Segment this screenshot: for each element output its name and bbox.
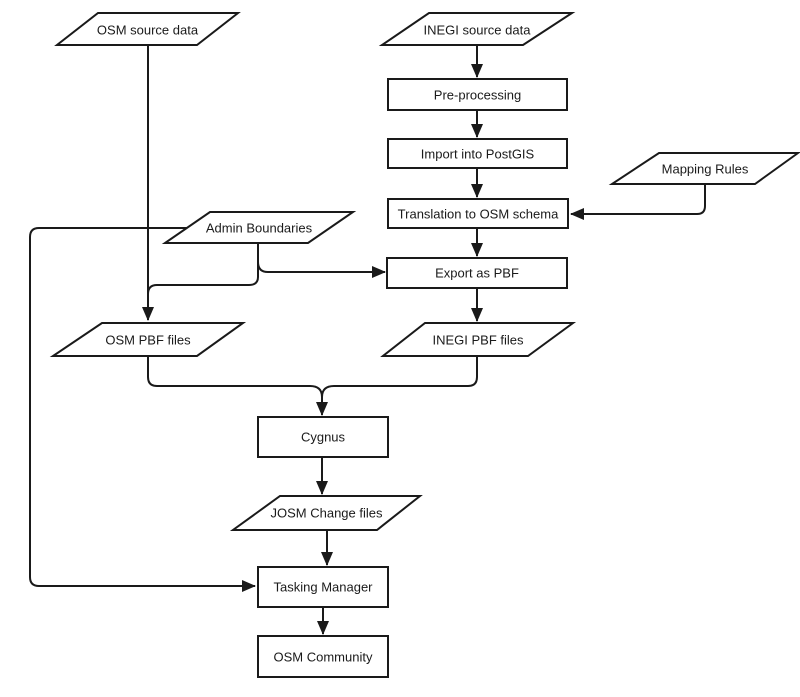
node-label: Export as PBF xyxy=(435,266,519,281)
rectangle-shape xyxy=(387,78,568,111)
edge-inegi-pbf-to-cygnus xyxy=(321,356,478,398)
node-tasking-manager: Tasking Manager xyxy=(257,566,389,608)
parallelogram-shape xyxy=(54,12,241,46)
edge-admin-boundaries-to-osm-pbf xyxy=(147,260,259,295)
node-label: OSM Community xyxy=(274,650,373,665)
node-label: OSM source data xyxy=(97,23,199,38)
node-import-into-postgis: Import into PostGIS xyxy=(387,138,568,169)
node-label: Tasking Manager xyxy=(274,580,374,595)
edge-osm-pbf-to-cygnus xyxy=(147,356,323,398)
node-osm-community: OSM Community xyxy=(257,635,389,678)
rectangle-shape xyxy=(257,635,389,678)
node-pre-processing: Pre-processing xyxy=(387,78,568,111)
rectangle-shape xyxy=(387,138,568,169)
parallelogram-shape xyxy=(380,322,577,357)
rectangle-shape xyxy=(387,198,569,229)
rectangle-shape xyxy=(257,566,389,608)
node-inegi-source-data: INEGI source data xyxy=(378,12,576,46)
node-label: Admin Boundaries xyxy=(206,221,313,236)
node-label: INEGI source data xyxy=(424,23,532,38)
node-translation-to-osm-schema: Translation to OSM schema xyxy=(387,198,569,229)
node-admin-boundaries: Admin Boundaries xyxy=(161,211,357,244)
node-export-as-pbf: Export as PBF xyxy=(386,257,568,289)
parallelogram-shape xyxy=(378,12,576,46)
node-label: Mapping Rules xyxy=(662,162,749,177)
node-label: Cygnus xyxy=(301,430,346,445)
edge-admin-boundaries-to-tasking-manager xyxy=(29,227,256,592)
parallelogram-shape xyxy=(229,495,423,531)
node-inegi-pbf-files: INEGI PBF files xyxy=(380,322,577,357)
node-label: JOSM Change files xyxy=(271,506,383,521)
parallelogram-shape xyxy=(608,152,800,185)
edge-admin-boundaries-to-export-pbf xyxy=(257,243,386,278)
edge-mapping-rules-to-translation xyxy=(570,184,706,220)
edges-layer xyxy=(29,45,706,635)
rectangle-shape xyxy=(257,416,389,458)
node-label: INEGI PBF files xyxy=(432,333,524,348)
node-label: Import into PostGIS xyxy=(421,147,535,162)
rectangle-shape xyxy=(386,257,568,289)
node-label: Pre-processing xyxy=(434,88,521,103)
node-cygnus: Cygnus xyxy=(257,416,389,458)
node-osm-pbf-files: OSM PBF files xyxy=(49,322,247,357)
node-label: Translation to OSM schema xyxy=(398,207,559,222)
parallelogram-shape xyxy=(161,211,357,244)
parallelogram-shape xyxy=(49,322,247,357)
nodes-layer: OSM source data INEGI source data Pre-pr… xyxy=(49,12,800,678)
node-label: OSM PBF files xyxy=(105,333,191,348)
node-josm-change-files: JOSM Change files xyxy=(229,495,423,531)
node-osm-source-data: OSM source data xyxy=(54,12,241,46)
node-mapping-rules: Mapping Rules xyxy=(608,152,800,185)
